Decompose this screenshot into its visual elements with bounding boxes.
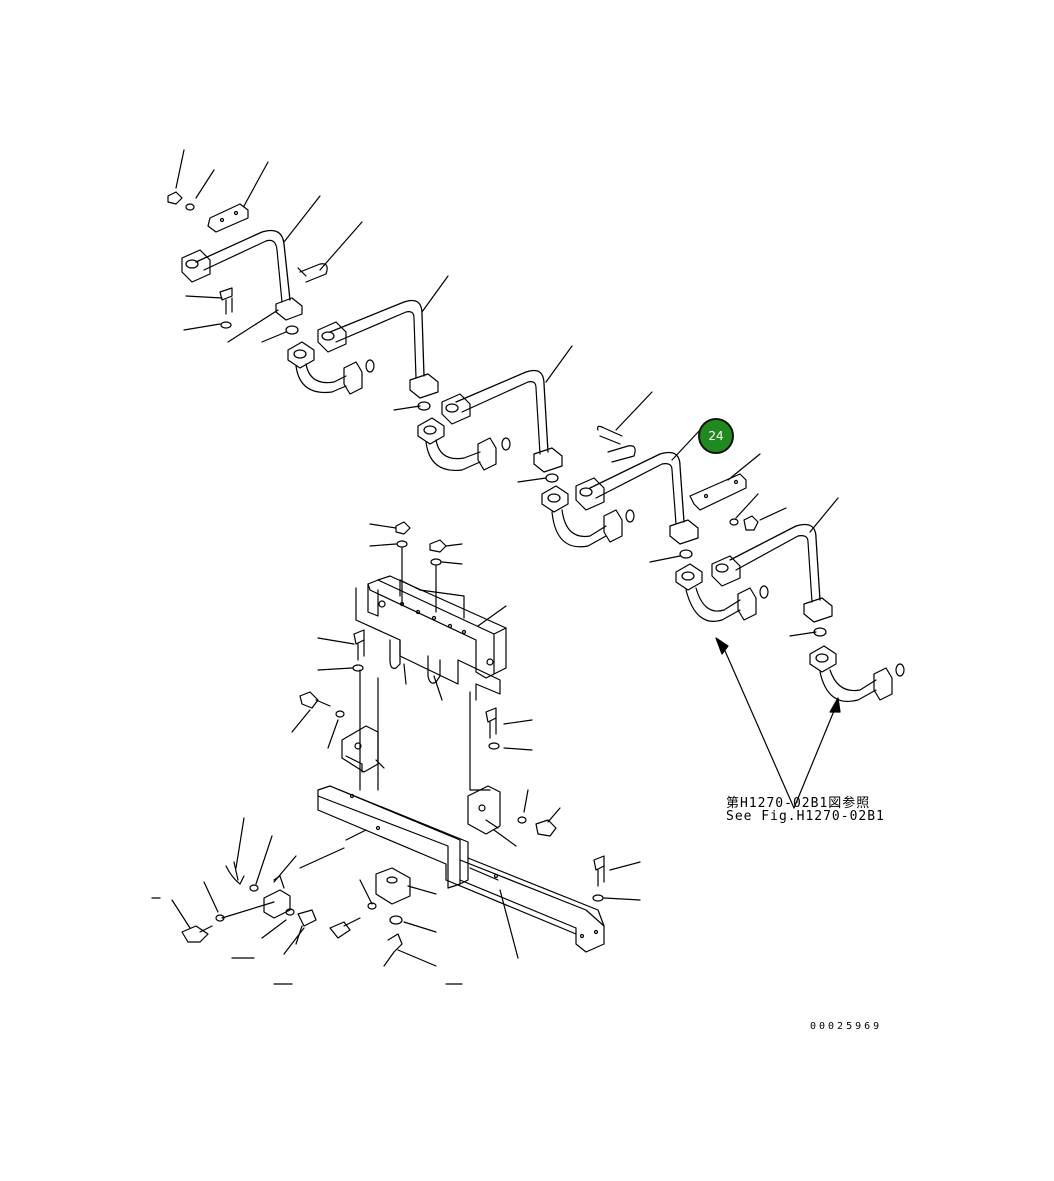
pipe-assembly-5 bbox=[711, 497, 839, 637]
callout-24-marker[interactable]: 24 bbox=[698, 418, 734, 454]
pipe-assembly-1 bbox=[167, 149, 363, 343]
lower-right-bolt bbox=[592, 855, 641, 902]
pipe-assembly-4 bbox=[575, 391, 787, 563]
elbow-pipe-5 bbox=[809, 645, 905, 702]
lower-frame bbox=[299, 785, 605, 959]
callout-number: 24 bbox=[708, 429, 724, 443]
elbow-pipe-2 bbox=[417, 417, 511, 472]
reference-note-english: See Fig.H1270-02B1 bbox=[726, 809, 885, 824]
lower-left-fittings bbox=[151, 817, 463, 985]
right-bracket-hardware bbox=[467, 691, 561, 847]
reference-note-japanese: 第H1270-02B1図参照 bbox=[726, 796, 871, 811]
drawing-id: 00025969 bbox=[810, 1021, 883, 1032]
left-bracket-hardware bbox=[291, 629, 385, 791]
pipe-assembly-2 bbox=[317, 275, 449, 411]
elbow-pipe-3 bbox=[541, 485, 635, 548]
pipe-assembly-3 bbox=[441, 345, 573, 483]
elbow-pipe-4 bbox=[675, 563, 769, 622]
upper-bracket bbox=[355, 521, 507, 701]
elbow-pipe-1 bbox=[287, 341, 375, 395]
reference-arrows bbox=[715, 637, 841, 809]
